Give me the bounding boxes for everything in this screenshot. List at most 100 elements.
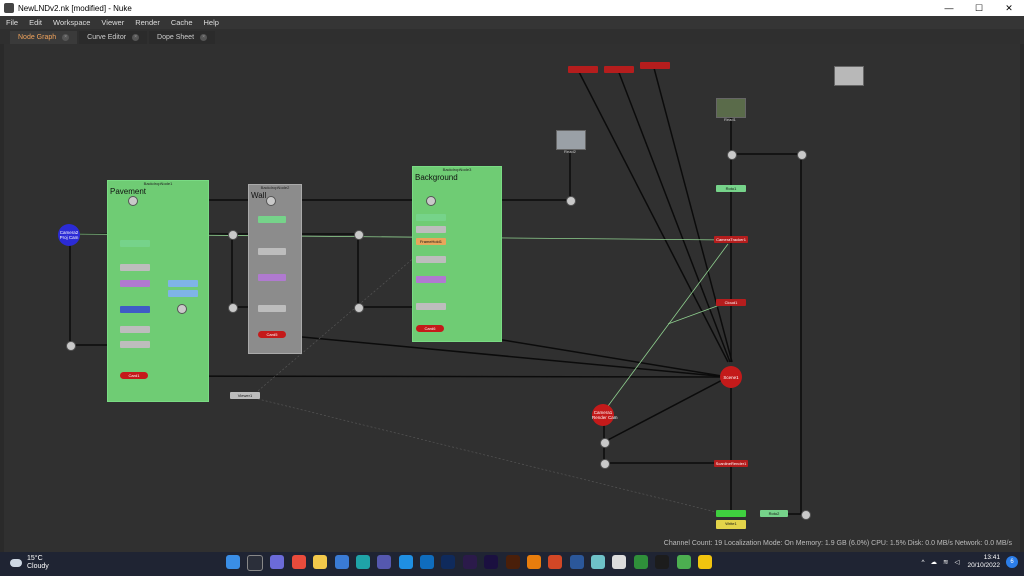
dot-node[interactable] xyxy=(600,438,610,448)
pavement-transform-node[interactable] xyxy=(120,326,150,333)
premiere-icon[interactable] xyxy=(462,555,477,569)
dot-node[interactable] xyxy=(566,196,576,206)
notification-badge[interactable]: 6 xyxy=(1006,556,1018,568)
dot-node[interactable] xyxy=(727,150,737,160)
card6-node[interactable]: Card6 xyxy=(416,325,444,332)
dot-node[interactable] xyxy=(228,230,238,240)
bg-grade-node[interactable] xyxy=(416,226,446,233)
pavement-grade-node[interactable] xyxy=(120,264,150,271)
wall-roto-node[interactable] xyxy=(258,216,286,223)
maximize-button[interactable]: ☐ xyxy=(974,3,984,13)
search-icon[interactable] xyxy=(247,555,264,571)
pavement-aux-node[interactable] xyxy=(168,280,198,287)
word-icon[interactable] xyxy=(569,555,584,569)
after-effects-icon[interactable] xyxy=(484,555,499,569)
dot-node[interactable] xyxy=(801,510,811,520)
dot-node[interactable] xyxy=(66,341,76,351)
bg-transform-node[interactable] xyxy=(416,256,446,263)
roto2-node[interactable]: Roto2 xyxy=(760,510,788,517)
chrome-icon[interactable] xyxy=(291,555,306,569)
start-icon[interactable] xyxy=(225,555,240,569)
pavement-aux-node[interactable] xyxy=(168,290,198,297)
disabled-node[interactable] xyxy=(604,66,634,73)
preview-thumbnail[interactable] xyxy=(834,66,864,86)
blender-icon[interactable] xyxy=(526,555,541,569)
close-tab-icon[interactable]: × xyxy=(62,34,70,41)
tab-dope-sheet[interactable]: Dope Sheet × xyxy=(149,31,216,44)
camera1-node[interactable]: Camera1 Render Cam xyxy=(592,404,618,426)
menu-workspace[interactable]: Workspace xyxy=(53,18,91,27)
wall-merge-node[interactable] xyxy=(258,274,286,281)
dot-node[interactable] xyxy=(354,303,364,313)
cloud-icon[interactable]: ☁ xyxy=(930,559,938,566)
menu-edit[interactable]: Edit xyxy=(29,18,43,27)
nuke-taskbar-icon[interactable] xyxy=(697,555,712,569)
menu-viewer[interactable]: Viewer xyxy=(101,18,125,27)
wall-transform-node[interactable] xyxy=(258,305,286,312)
chat-icon[interactable] xyxy=(270,555,285,569)
app-icon[interactable] xyxy=(612,555,627,569)
dot-node[interactable] xyxy=(797,150,807,160)
tab-curve-editor[interactable]: Curve Editor × xyxy=(79,31,148,44)
wall-grade-node[interactable] xyxy=(258,248,286,255)
photoshop-icon[interactable] xyxy=(441,555,456,569)
clock[interactable]: 13:41 20/10/2022 xyxy=(967,554,1000,570)
app-icon[interactable] xyxy=(655,555,670,569)
disabled-node[interactable] xyxy=(568,66,598,73)
scanlinerender1-node[interactable]: ScanlineRender1 xyxy=(714,460,748,467)
write-input-node[interactable] xyxy=(716,510,746,517)
pavement-project-node[interactable] xyxy=(120,306,150,313)
powerpoint-icon[interactable] xyxy=(548,555,563,569)
node-graph-canvas[interactable]: BackdropNode1 Pavement BackdropNode2 Wal… xyxy=(4,44,1020,552)
illustrator-icon[interactable] xyxy=(505,555,520,569)
close-tab-icon[interactable]: × xyxy=(200,34,208,41)
backdrop-wall[interactable]: BackdropNode2 Wall xyxy=(248,184,302,354)
wifi-icon[interactable]: ≋ xyxy=(943,559,949,566)
cameratracker1-node[interactable]: CameraTracker1 xyxy=(714,236,748,243)
pavement-roto-node[interactable] xyxy=(120,240,150,247)
write1-node[interactable]: Write1 xyxy=(716,520,746,529)
bg-reformat-node[interactable] xyxy=(416,303,446,310)
bg-merge-node[interactable] xyxy=(416,276,446,283)
read2-thumbnail[interactable] xyxy=(556,130,586,150)
app-icon[interactable] xyxy=(633,555,648,569)
teams-icon[interactable] xyxy=(377,555,392,569)
edge-icon[interactable] xyxy=(355,555,370,569)
file-explorer-icon[interactable] xyxy=(313,555,328,569)
scene1-node[interactable]: Scene1 xyxy=(720,366,742,388)
volume-icon[interactable]: ◁ xyxy=(954,559,960,566)
disabled-node[interactable] xyxy=(640,62,670,69)
card5-node[interactable]: Card5 xyxy=(258,331,286,338)
roto1-node[interactable]: Roto1 xyxy=(716,185,746,192)
viewer1-node[interactable]: Viewer1 xyxy=(230,392,260,399)
dot-node[interactable] xyxy=(128,196,138,206)
menu-cache[interactable]: Cache xyxy=(170,18,193,27)
tab-node-graph[interactable]: Node Graph × xyxy=(10,31,78,44)
dot-node[interactable] xyxy=(354,230,364,240)
menu-help[interactable]: Help xyxy=(203,18,219,27)
bg-roto-node[interactable] xyxy=(416,214,446,221)
menu-render[interactable]: Render xyxy=(135,18,160,27)
app-icon[interactable] xyxy=(676,555,691,569)
framehold1-node[interactable]: FrameHold1 xyxy=(416,238,446,245)
minimize-button[interactable]: — xyxy=(944,3,954,13)
close-tab-icon[interactable]: × xyxy=(132,34,140,41)
close-button[interactable]: ✕ xyxy=(1005,3,1013,13)
menu-file[interactable]: File xyxy=(6,18,19,27)
card1-node[interactable]: Card1 xyxy=(120,372,148,379)
pavement-reformat-node[interactable] xyxy=(120,341,150,348)
dot-node[interactable] xyxy=(426,196,436,206)
outlook-icon[interactable] xyxy=(420,555,435,569)
camera2-node[interactable]: Camera2 Proj Cam xyxy=(58,224,80,246)
pointcloud-node[interactable]: Cloud1 xyxy=(716,299,746,306)
pavement-dot[interactable] xyxy=(177,304,187,314)
dot-node[interactable] xyxy=(600,459,610,469)
app-icon[interactable] xyxy=(591,555,606,569)
mail-icon[interactable] xyxy=(334,555,349,569)
chevron-up-icon[interactable]: ^ xyxy=(921,558,925,566)
read1-thumbnail[interactable] xyxy=(716,98,746,118)
backdrop-background[interactable]: BackdropNode3 Background xyxy=(412,166,502,342)
dot-node[interactable] xyxy=(266,196,276,206)
dot-node[interactable] xyxy=(228,303,238,313)
pavement-merge-node[interactable] xyxy=(120,280,150,287)
